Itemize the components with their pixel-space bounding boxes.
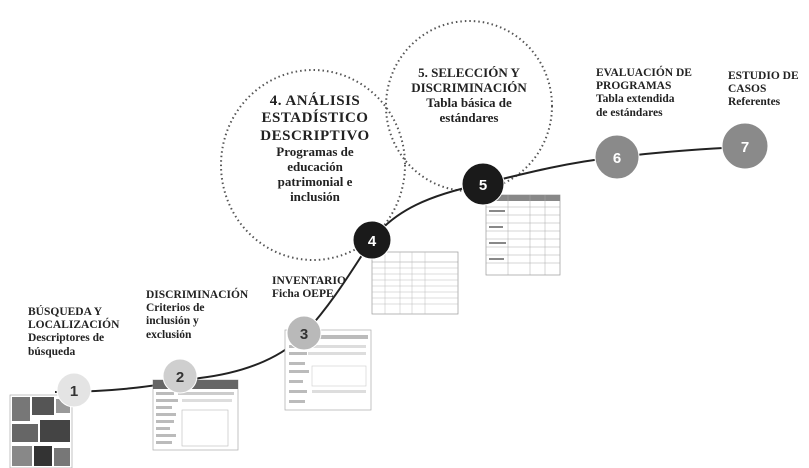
step-6-line-1: EVALUACIÓN DE [596, 67, 692, 79]
step-4-line-7: inclusión [290, 188, 340, 204]
step-label-1: BÚSQUEDA Y LOCALIZACIÓN Descriptores de … [28, 306, 119, 359]
step-7-line-2: CASOS [728, 83, 767, 96]
step-node-6: 6 [594, 134, 640, 180]
step-4-line-6: patrimonial e [277, 173, 353, 189]
step-3-line-1: INVENTARIO [272, 275, 346, 287]
step-number-2: 2 [176, 369, 184, 386]
thumbnail-step-1 [9, 394, 73, 468]
step-number-7: 7 [741, 139, 749, 156]
step-1-line-2: LOCALIZACIÓN [28, 319, 120, 332]
thumbnail-step-5 [485, 194, 561, 276]
step-7-line-3: Referentes [728, 96, 781, 109]
step-label-5: 5. SELECCIÓN Y DISCRIMINACIÓN Tabla bási… [398, 65, 540, 126]
step-5-line-1: 5. SELECCIÓN Y [418, 65, 520, 80]
step-3-line-2: Ficha OEPE [272, 288, 334, 301]
step-node-7: 7 [721, 122, 769, 170]
step-6-line-3: Tabla extendida [596, 93, 675, 106]
step-2-line-1: DISCRIMINACIÓN [146, 289, 249, 301]
step-label-7: ESTUDIO DE CASOS Referentes [728, 70, 799, 110]
step-number-1: 1 [70, 383, 78, 400]
step-number-3: 3 [300, 326, 308, 343]
step-label-6: EVALUACIÓN DE PROGRAMAS Tabla extendida … [596, 67, 692, 120]
step-number-6: 6 [613, 150, 621, 167]
step-5-line-4: estándares [439, 109, 499, 125]
step-4-line-4: Programas de [276, 143, 354, 159]
step-4-line-5: educación [287, 158, 343, 174]
step-7-line-1: ESTUDIO DE [728, 70, 799, 82]
step-node-1: 1 [56, 372, 92, 408]
step-2-line-2: Criterios de [146, 302, 205, 315]
step-1-line-1: BÚSQUEDA Y [28, 306, 103, 318]
step-1-line-3: Descriptores de [28, 332, 105, 345]
step-5-line-3: Tabla básica de [426, 94, 512, 110]
step-1-line-4: búsqueda [28, 345, 76, 358]
step-2-line-4: exclusión [146, 328, 192, 341]
step-node-2: 2 [162, 358, 198, 394]
step-number-4: 4 [368, 233, 377, 250]
thumbnail-step-4 [371, 251, 459, 315]
step-4-line-3: DESCRIPTIVO [260, 127, 370, 144]
step-4-line-2: ESTADÍSTICO [261, 110, 369, 127]
step-4-line-1: 4. ANÁLISIS [269, 93, 361, 109]
step-label-4: 4. ANÁLISIS ESTADÍSTICO DESCRIPTIVO Prog… [240, 93, 390, 205]
step-node-3: 3 [286, 315, 322, 351]
step-5-line-2: DISCRIMINACIÓN [411, 79, 527, 95]
step-label-3: INVENTARIO Ficha OEPE [272, 275, 346, 301]
highlight-circle-analysis [220, 69, 406, 261]
step-label-2: DISCRIMINACIÓN Criterios de inclusión y … [146, 289, 248, 342]
step-6-line-2: PROGRAMAS [596, 80, 672, 93]
step-node-4: 4 [352, 220, 392, 260]
thumbnail-step-2 [152, 379, 239, 451]
step-2-line-3: inclusión y [146, 315, 199, 328]
step-number-5: 5 [479, 177, 487, 194]
step-node-5: 5 [461, 162, 505, 206]
step-6-line-4: de estándares [596, 106, 663, 119]
